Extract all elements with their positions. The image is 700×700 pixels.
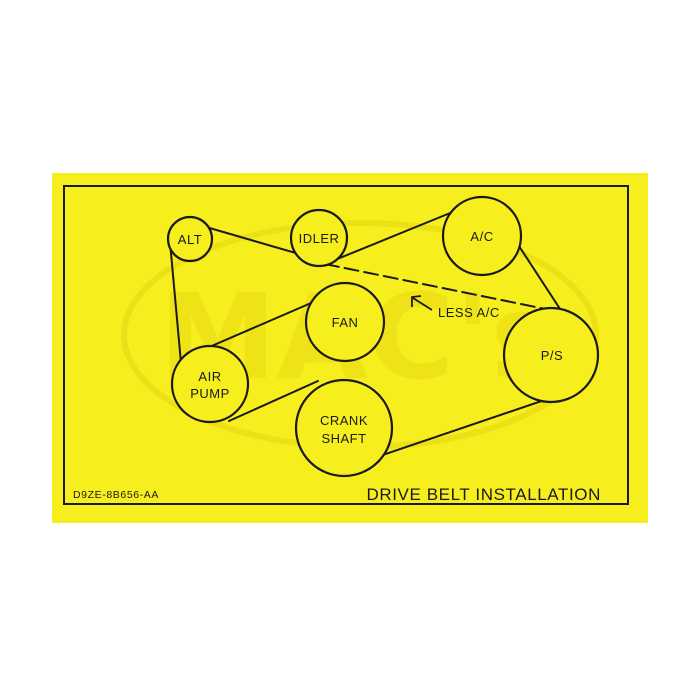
belt-segment — [169, 241, 183, 375]
pulley-label-ac: A/C — [470, 229, 493, 244]
pulley-label-crank: CRANK — [320, 413, 368, 428]
pulley-label-ps: P/S — [541, 348, 563, 363]
decal-border — [63, 185, 629, 505]
drive-belt — [169, 208, 581, 462]
pulley-ps — [502, 306, 600, 404]
pulleys — [166, 195, 600, 478]
decal-title: DRIVE BELT INSTALLATION — [366, 485, 601, 504]
less-ac-note: LESS A/C — [438, 305, 500, 320]
pulley-crankshaft — [294, 378, 394, 478]
part-number: D9ZE-8B656-AA — [73, 489, 159, 501]
pulley-label-air: AIR — [198, 369, 221, 384]
pulley-air-pump — [170, 344, 250, 424]
belt-segment — [324, 208, 461, 265]
belt-segment-less-ac — [324, 263, 561, 313]
pulley-ac — [441, 195, 523, 277]
pulley-label-shaft: SHAFT — [321, 431, 366, 446]
belt-segment — [228, 380, 319, 422]
pulley-idler — [289, 208, 349, 268]
pulley-label-fan: FAN — [332, 315, 359, 330]
pulley-fan — [304, 281, 386, 363]
belt-segment — [206, 296, 326, 349]
pulley-label-idler: IDLER — [299, 231, 340, 246]
pulley-alt — [166, 215, 214, 263]
arrow-icon — [411, 295, 433, 311]
pulley-label-alt: ALT — [178, 232, 202, 247]
pulley-label-pump: PUMP — [190, 386, 230, 401]
